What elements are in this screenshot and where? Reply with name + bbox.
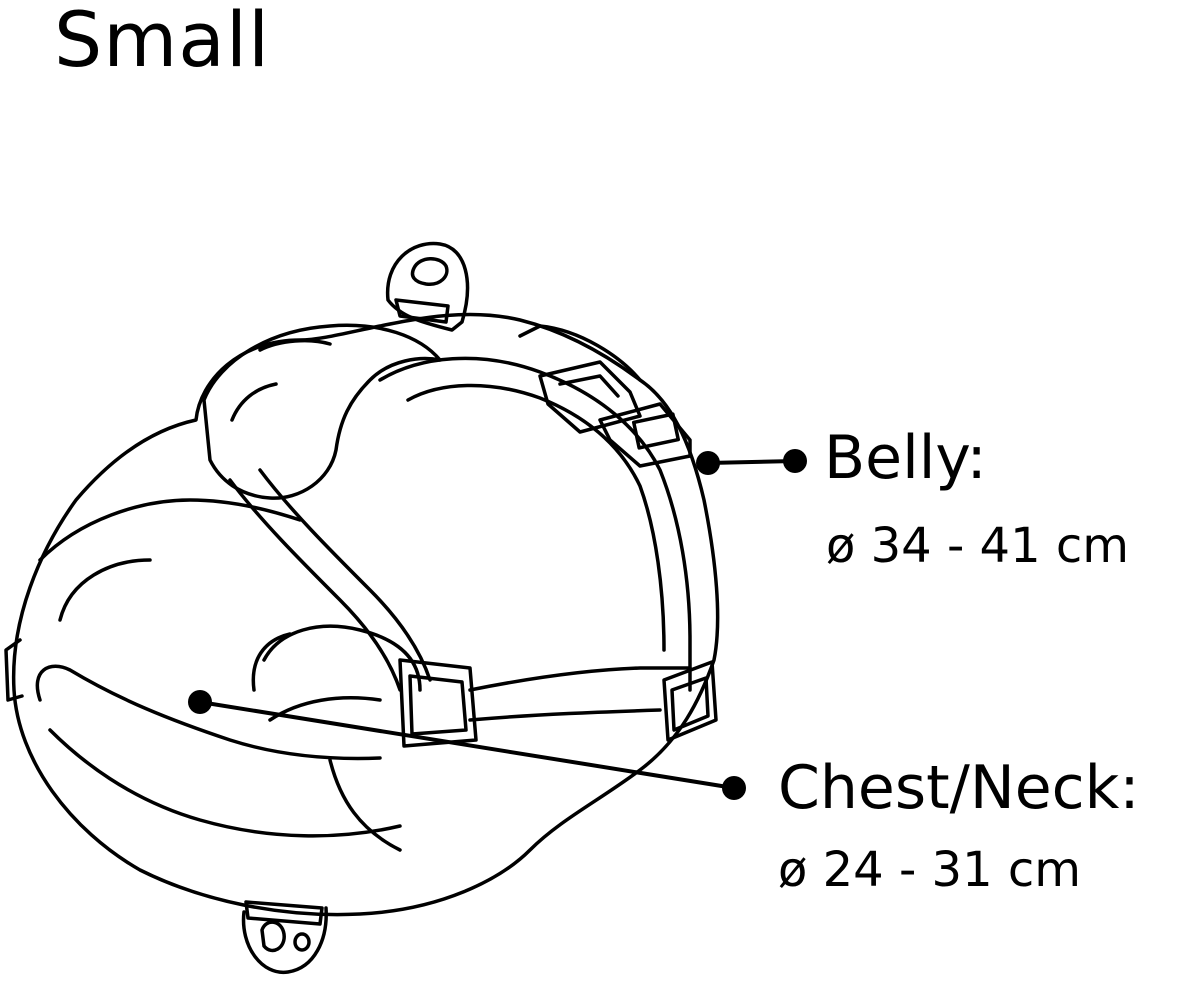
side-buckle <box>538 360 692 468</box>
belly-label: Belly: <box>824 423 987 493</box>
chest-strap <box>228 468 692 748</box>
chest-neck-label: Chest/Neck: <box>778 753 1140 823</box>
chest-pad <box>35 624 422 852</box>
belly-pointer <box>696 449 807 475</box>
belly-measurement: ø 34 - 41 cm <box>826 518 1130 574</box>
back-pad <box>202 323 442 500</box>
belly-strap <box>378 324 692 692</box>
chest-neck-measurement: ø 24 - 31 cm <box>778 842 1082 898</box>
bottom-handle <box>241 900 328 974</box>
harness-body <box>4 312 720 917</box>
size-title: Small <box>54 0 271 84</box>
chest-neck-pointer <box>188 690 746 800</box>
belly-buckle <box>662 660 718 742</box>
